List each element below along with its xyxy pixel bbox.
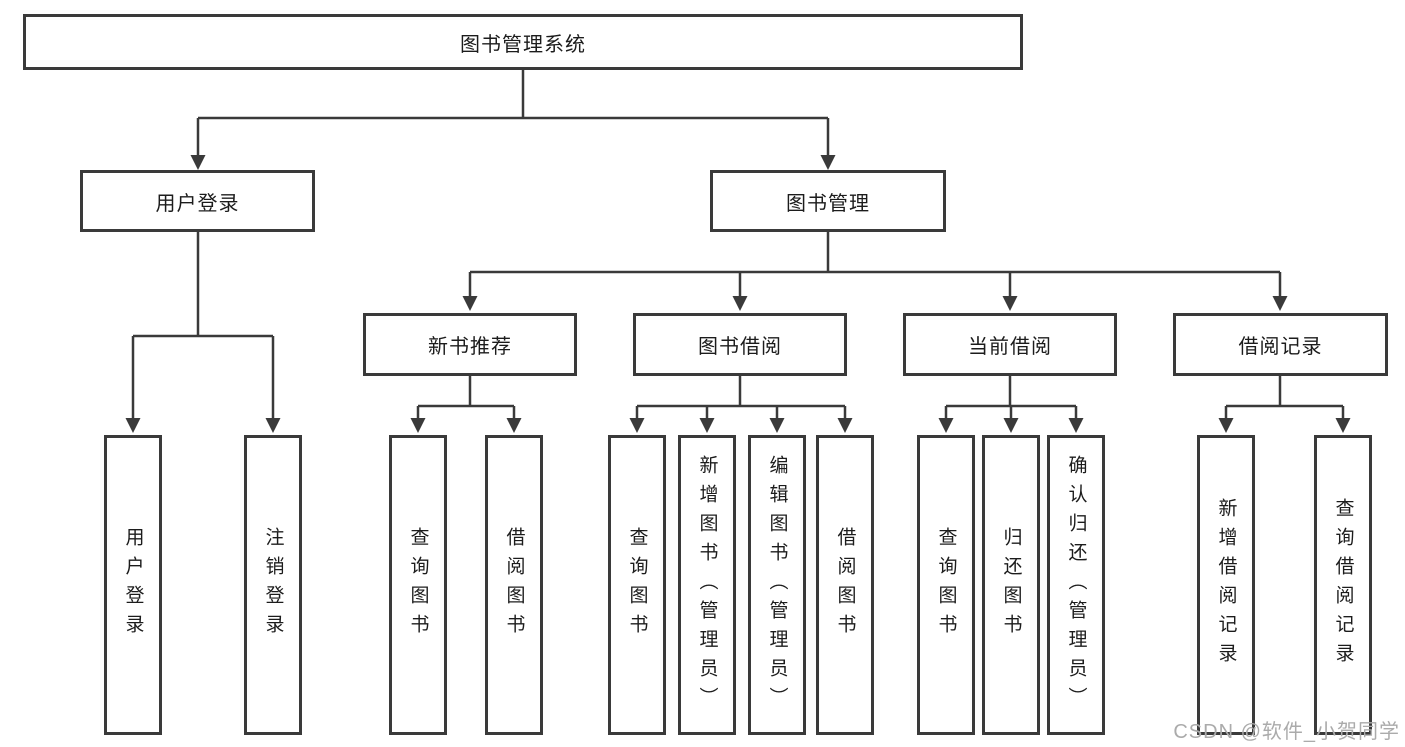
- leaf-bb-query-book-label: 查询图书: [626, 527, 648, 643]
- csdn-watermark: CSDN @软件_小贺同学: [1173, 721, 1400, 743]
- leaf-bb-query-book: 查询图书: [608, 435, 666, 735]
- leaf-bb-edit-book: 编辑图书（管理员）: [748, 435, 806, 735]
- leaf-bb-borrow-book-label: 借阅图书: [834, 527, 856, 643]
- leaf-cb-query-book: 查询图书: [917, 435, 975, 735]
- leaf-br-query-record: 查询借阅记录: [1314, 435, 1372, 735]
- node-user-login-label: 用户登录: [155, 192, 240, 215]
- leaf-cb-return-book-label: 归还图书: [1000, 527, 1022, 643]
- node-new-book-label: 新书推荐: [428, 336, 512, 358]
- leaf-cb-confirm-return: 确认归还（管理员）: [1047, 435, 1105, 735]
- leaf-cb-return-book: 归还图书: [982, 435, 1040, 735]
- leaf-bb-borrow-book: 借阅图书: [816, 435, 874, 735]
- node-borrow-record: 借阅记录: [1173, 313, 1388, 376]
- leaf-logout: 注销登录: [244, 435, 302, 735]
- leaf-bb-edit-book-label: 编辑图书（管理员）: [766, 454, 788, 716]
- node-book-mgmt-label: 图书管理: [786, 192, 870, 215]
- node-user-login: 用户登录: [80, 170, 315, 232]
- node-borrow-record-label: 借阅记录: [1238, 336, 1323, 358]
- leaf-logout-label: 注销登录: [262, 527, 284, 643]
- node-root: 图书管理系统: [23, 14, 1023, 70]
- leaf-br-add-record-label: 新增借阅记录: [1215, 498, 1237, 672]
- leaf-nb-borrow-book: 借阅图书: [485, 435, 543, 735]
- connector-user-trunk: [133, 232, 273, 338]
- leaf-bb-add-book: 新增图书（管理员）: [678, 435, 736, 735]
- connector-newbook-trunk: [418, 376, 514, 408]
- connector-mgmt-trunk: [470, 232, 1280, 274]
- node-book-borrow-label: 图书借阅: [698, 336, 782, 358]
- leaf-nb-borrow-book-label: 借阅图书: [503, 527, 525, 643]
- leaf-nb-query-book: 查询图书: [389, 435, 447, 735]
- leaf-user-login-label: 用户登录: [122, 527, 144, 643]
- node-new-book: 新书推荐: [363, 313, 577, 376]
- leaf-cb-query-book-label: 查询图书: [935, 527, 957, 643]
- node-root-label: 图书管理系统: [460, 33, 586, 56]
- leaf-br-query-record-label: 查询借阅记录: [1332, 498, 1354, 672]
- connector-borrow-trunk: [637, 376, 845, 408]
- node-book-mgmt: 图书管理: [710, 170, 946, 232]
- leaf-cb-confirm-return-label: 确认归还（管理员）: [1065, 454, 1087, 716]
- connector-record-trunk: [1226, 376, 1343, 408]
- node-book-borrow: 图书借阅: [633, 313, 847, 376]
- leaf-nb-query-book-label: 查询图书: [407, 527, 429, 643]
- leaf-br-add-record: 新增借阅记录: [1197, 435, 1255, 735]
- node-current-borrow: 当前借阅: [903, 313, 1117, 376]
- node-current-borrow-label: 当前借阅: [968, 336, 1052, 358]
- leaf-bb-add-book-label: 新增图书（管理员）: [696, 454, 718, 716]
- connector-current-trunk: [946, 376, 1076, 408]
- leaf-user-login: 用户登录: [104, 435, 162, 735]
- connector-root-trunk: [198, 70, 828, 120]
